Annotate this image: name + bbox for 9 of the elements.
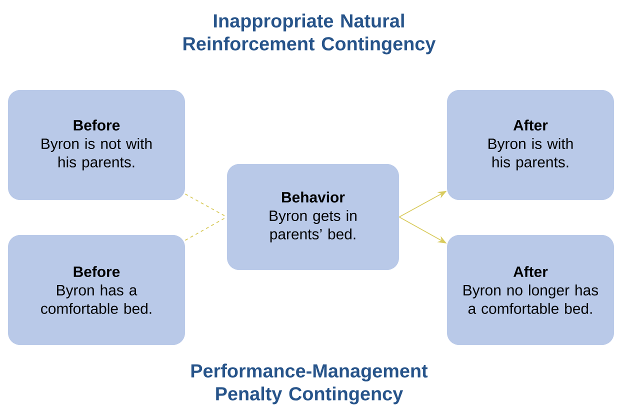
- box: Behavior Byron gets in parents’ bed.: [227, 164, 399, 270]
- caption: Performance-Management Penalty Contingency: [191, 364, 428, 404]
- connector: [184, 216, 228, 241]
- connector: [184, 194, 228, 218]
- box: Before Byron is not with his parents.: [8, 90, 185, 200]
- box: After Byron is with his parents.: [447, 90, 614, 200]
- title: Inappropriate Natural Reinforcement Contingency: [184, 14, 436, 54]
- box: Before Byron has a comfortable bed.: [8, 235, 185, 345]
- box: After Byron no longer has a comfortable bed.: [447, 235, 614, 345]
